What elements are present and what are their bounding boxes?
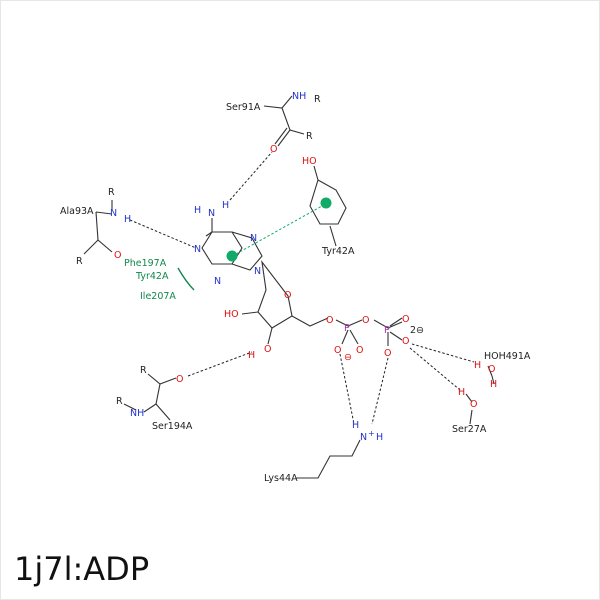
label-ser194-r1: R	[140, 365, 147, 376]
centroid-adenine	[226, 250, 238, 262]
label-n1: N	[194, 244, 201, 255]
label-ser91-o: O	[270, 144, 277, 155]
label-ala93-n: N	[110, 208, 117, 219]
label-ser91-nh: NH	[292, 91, 306, 102]
label-pb-o2: O	[402, 336, 409, 347]
label-ribose-oh: HO	[224, 309, 239, 320]
label-hoh491: HOH491A	[484, 351, 531, 362]
label-pa-minus: ⊖	[344, 352, 352, 363]
label-ala93-r2: R	[76, 256, 83, 267]
label-ala93-o: O	[114, 250, 121, 261]
label-n9: N	[254, 266, 261, 277]
label-o5: O	[326, 315, 333, 326]
label-pb-o3: O	[384, 348, 391, 359]
label-ala93-h: H	[124, 214, 131, 225]
label-pa-o1: O	[334, 345, 341, 356]
centroid-tyr42	[320, 197, 332, 209]
label-n3: N	[214, 276, 221, 287]
page-title: 1j7l:ADP	[14, 550, 150, 588]
pi-stacking	[177, 197, 332, 291]
label-ser194-o: O	[176, 374, 183, 385]
label-pb-o1: O	[402, 314, 409, 325]
label-ser91-r2: R	[306, 131, 313, 142]
label-lys-h1: H	[352, 420, 359, 431]
label-ribose-h: H	[248, 350, 255, 361]
label-o-bridge: O	[362, 315, 369, 326]
label-lys-plus: +	[368, 429, 375, 438]
hydrophobic-arc	[177, 267, 195, 291]
label-ser194-r2: R	[116, 396, 123, 407]
hydrogen-bonds	[129, 151, 475, 425]
label-phe197: Phe197A	[124, 258, 167, 269]
label-hoh-h2: H	[490, 379, 497, 390]
label-amino-h2: H	[222, 200, 229, 211]
label-lys-n: N	[360, 432, 367, 443]
labels: Ser91A NH R R O Ala93A R N H O R H N H N…	[60, 91, 531, 484]
label-p-alpha: P	[344, 323, 350, 334]
label-hoh-h: H	[474, 360, 481, 371]
label-ribose-o: O	[264, 344, 271, 355]
label-pb-charge: 2⊖	[410, 325, 424, 336]
adp-bonds	[201, 218, 403, 346]
label-ser27-h: H	[458, 387, 465, 398]
label-ser27: Ser27A	[452, 424, 487, 435]
label-ser27-o: O	[470, 399, 477, 410]
label-ser194: Ser194A	[152, 421, 193, 432]
label-p-beta: P	[384, 325, 390, 336]
label-ala93: Ala93A	[60, 206, 94, 217]
label-lys-h2: H	[376, 432, 383, 443]
label-tyr42: Tyr42A	[321, 246, 355, 257]
label-lys44: Lys44A	[264, 473, 298, 484]
residue-bonds	[83, 95, 495, 479]
label-ala93-r1: R	[108, 187, 115, 198]
label-hoh-o: O	[488, 364, 495, 375]
label-n7: N	[250, 233, 257, 244]
label-tyr42b: Tyr42A	[135, 271, 169, 282]
label-amino-h1: H	[194, 205, 201, 216]
label-amino-n: N	[208, 208, 215, 219]
label-ring-o: O	[284, 290, 291, 301]
label-ser91: Ser91A	[226, 102, 261, 113]
label-ser91-r1: R	[314, 94, 321, 105]
label-pa-o2: O	[356, 345, 363, 356]
label-ile207: Ile207A	[140, 291, 176, 302]
label-ser194-nh: NH	[130, 408, 144, 419]
label-tyr42-ho: HO	[302, 156, 317, 167]
